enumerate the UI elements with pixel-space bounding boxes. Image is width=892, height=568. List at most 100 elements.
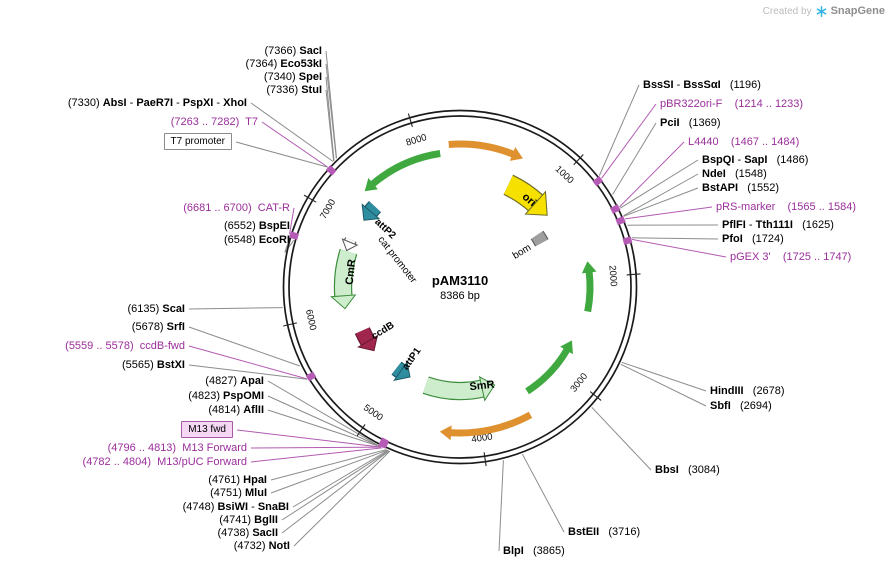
- site-position: (7366): [264, 45, 300, 57]
- site-label[interactable]: PflFI - Tth111I (1625): [722, 218, 834, 232]
- site-label[interactable]: (4814) AflII: [208, 403, 264, 417]
- site-label[interactable]: BstAPI (1552): [702, 181, 779, 195]
- site-label[interactable]: (4823) PspOMI: [188, 389, 264, 403]
- snapgene-credit: Created by SnapGene: [763, 5, 885, 17]
- site-label[interactable]: (4827) ApaI: [205, 374, 264, 388]
- site-label[interactable]: (4751) MluI: [210, 486, 267, 500]
- site-label[interactable]: (7330) AbsI - PaeR7I - PspXI - XhoI: [68, 96, 247, 110]
- site-label[interactable]: (7336) StuI: [266, 83, 322, 97]
- site-label[interactable]: (7366) SacI: [265, 44, 323, 58]
- scale-tick: [303, 194, 317, 203]
- feature-CmR[interactable]: [335, 249, 357, 299]
- leader-line: [270, 449, 387, 481]
- site-label[interactable]: (7364) Eco53kI: [246, 57, 322, 71]
- feature-SmR[interactable]: [423, 377, 486, 399]
- primer-site-mark[interactable]: [289, 231, 300, 240]
- leader-line: [235, 141, 328, 168]
- site-label[interactable]: HindIII (2678): [710, 384, 785, 398]
- feature-arrowhead-orf-top-left[interactable]: [364, 177, 378, 192]
- site-label[interactable]: (7263 .. 7282) T7: [171, 115, 258, 129]
- site-label[interactable]: (5565) BstXI: [122, 358, 185, 372]
- site-label[interactable]: BbsI (3084): [655, 463, 720, 477]
- site-label[interactable]: (4782 .. 4804) M13/pUC Forward: [83, 455, 247, 469]
- feature-arrowhead-orf-right[interactable]: [581, 261, 597, 274]
- feature-arrowhead-attP2[interactable]: [361, 203, 381, 221]
- site-name: SapI: [744, 154, 768, 166]
- site-label[interactable]: pRS-marker (1565 .. 1584): [716, 200, 856, 214]
- leader-line: [619, 141, 685, 208]
- feature-arrowhead-ccdB[interactable]: [357, 334, 379, 352]
- leader-line: [624, 206, 713, 220]
- feature-arrowhead-SmR[interactable]: [478, 375, 496, 402]
- site-label[interactable]: pGEX 3' (1725 .. 1747): [730, 250, 851, 264]
- feature-arrowhead-CmR[interactable]: [330, 294, 357, 310]
- site-label[interactable]: (4732) NotI: [234, 539, 290, 553]
- feature-orf-top-left[interactable]: [369, 150, 441, 188]
- site-label[interactable]: (6135) ScaI: [128, 302, 186, 316]
- site-name: BssSαI: [683, 79, 721, 91]
- leader-line: [601, 103, 657, 179]
- site-position: (5565): [122, 359, 157, 371]
- site-name: ScaI: [162, 303, 185, 315]
- site-label[interactable]: (6552) BspEI: [224, 219, 290, 233]
- feature-arrowhead-orf-lower-right[interactable]: [560, 340, 573, 355]
- primer-site-mark[interactable]: [305, 371, 317, 382]
- site-label[interactable]: BssSI - BssSαI (1196): [643, 78, 761, 92]
- site-label[interactable]: (4761) HpaI: [208, 473, 267, 487]
- site-label[interactable]: (4738) SacII: [217, 526, 278, 540]
- feature-orf-lower-right[interactable]: [525, 346, 571, 395]
- site-label[interactable]: (6681 .. 6700) CAT-R: [183, 201, 290, 215]
- site-label[interactable]: (7340) SpeI: [264, 70, 322, 84]
- feature-arrowhead-cat-promoter[interactable]: [341, 238, 359, 252]
- site-position: (4823): [188, 390, 224, 402]
- backbone-inner-ring: [288, 115, 632, 459]
- site-label[interactable]: (4741) BglII: [219, 513, 278, 527]
- feature-orange-arc-lower[interactable]: [448, 411, 533, 437]
- boxed-label[interactable]: T7 promoter: [163, 133, 232, 150]
- site-label[interactable]: BspQI - SapI (1486): [702, 153, 808, 167]
- site-label[interactable]: L4440 (1467 .. 1484): [688, 135, 799, 149]
- primer-site-mark[interactable]: [622, 236, 633, 245]
- site-name: BstAPI: [702, 182, 739, 194]
- site-name: BstEII: [568, 526, 600, 538]
- site-position: (4827): [205, 375, 241, 387]
- site-label[interactable]: (4748) BsiWI - SnaBI: [183, 500, 289, 514]
- site-label[interactable]: (5559 .. 5578) ccdB-fwd: [65, 339, 185, 353]
- site-label[interactable]: SbfI (2694): [710, 399, 772, 413]
- feature-arrowhead-orange-arc-lower[interactable]: [439, 425, 452, 441]
- boxed-label[interactable]: M13 fwd: [181, 421, 233, 438]
- feature-bom[interactable]: [531, 231, 548, 246]
- site-label[interactable]: NdeI (1548): [702, 167, 767, 181]
- feature-orange-arc-top[interactable]: [448, 140, 516, 158]
- feature-arrowhead-orange-arc-top[interactable]: [509, 147, 523, 161]
- leader-line: [289, 207, 295, 235]
- leader-line: [598, 84, 640, 176]
- site-position: (2694): [730, 400, 772, 412]
- site-label[interactable]: BlpI (3865): [503, 544, 565, 558]
- site-position: -: [248, 501, 258, 513]
- primer-site-mark[interactable]: [592, 176, 604, 187]
- leader-line: [236, 429, 382, 448]
- site-label[interactable]: (4796 .. 4813) M13 Forward: [108, 441, 247, 455]
- site-label[interactable]: PciI (1369): [660, 116, 721, 130]
- leader-line: [188, 364, 308, 380]
- site-label[interactable]: pBR322ori-F (1214 .. 1233): [660, 97, 803, 111]
- site-label[interactable]: PfoI (1724): [722, 232, 784, 246]
- primer-site-mark[interactable]: [378, 437, 388, 449]
- primer-site-mark[interactable]: [325, 165, 337, 176]
- site-position: (7263 .. 7282) T7: [170, 116, 258, 128]
- leader-line: [188, 307, 283, 310]
- site-name: StuI: [301, 84, 322, 96]
- site-label[interactable]: (6548) EcoRI: [224, 233, 290, 247]
- site-label[interactable]: BstEII (3716): [568, 525, 640, 539]
- feature-arrowhead-ori[interactable]: [524, 190, 548, 216]
- site-name: HindIII: [710, 385, 744, 397]
- site-name: AflII: [243, 404, 264, 416]
- primer-site-mark[interactable]: [615, 215, 626, 226]
- site-label[interactable]: (5678) SrfI: [132, 320, 185, 334]
- site-position: (4748): [182, 501, 218, 513]
- primer-site-mark[interactable]: [610, 204, 621, 214]
- feature-arrowhead-attP1[interactable]: [393, 360, 411, 381]
